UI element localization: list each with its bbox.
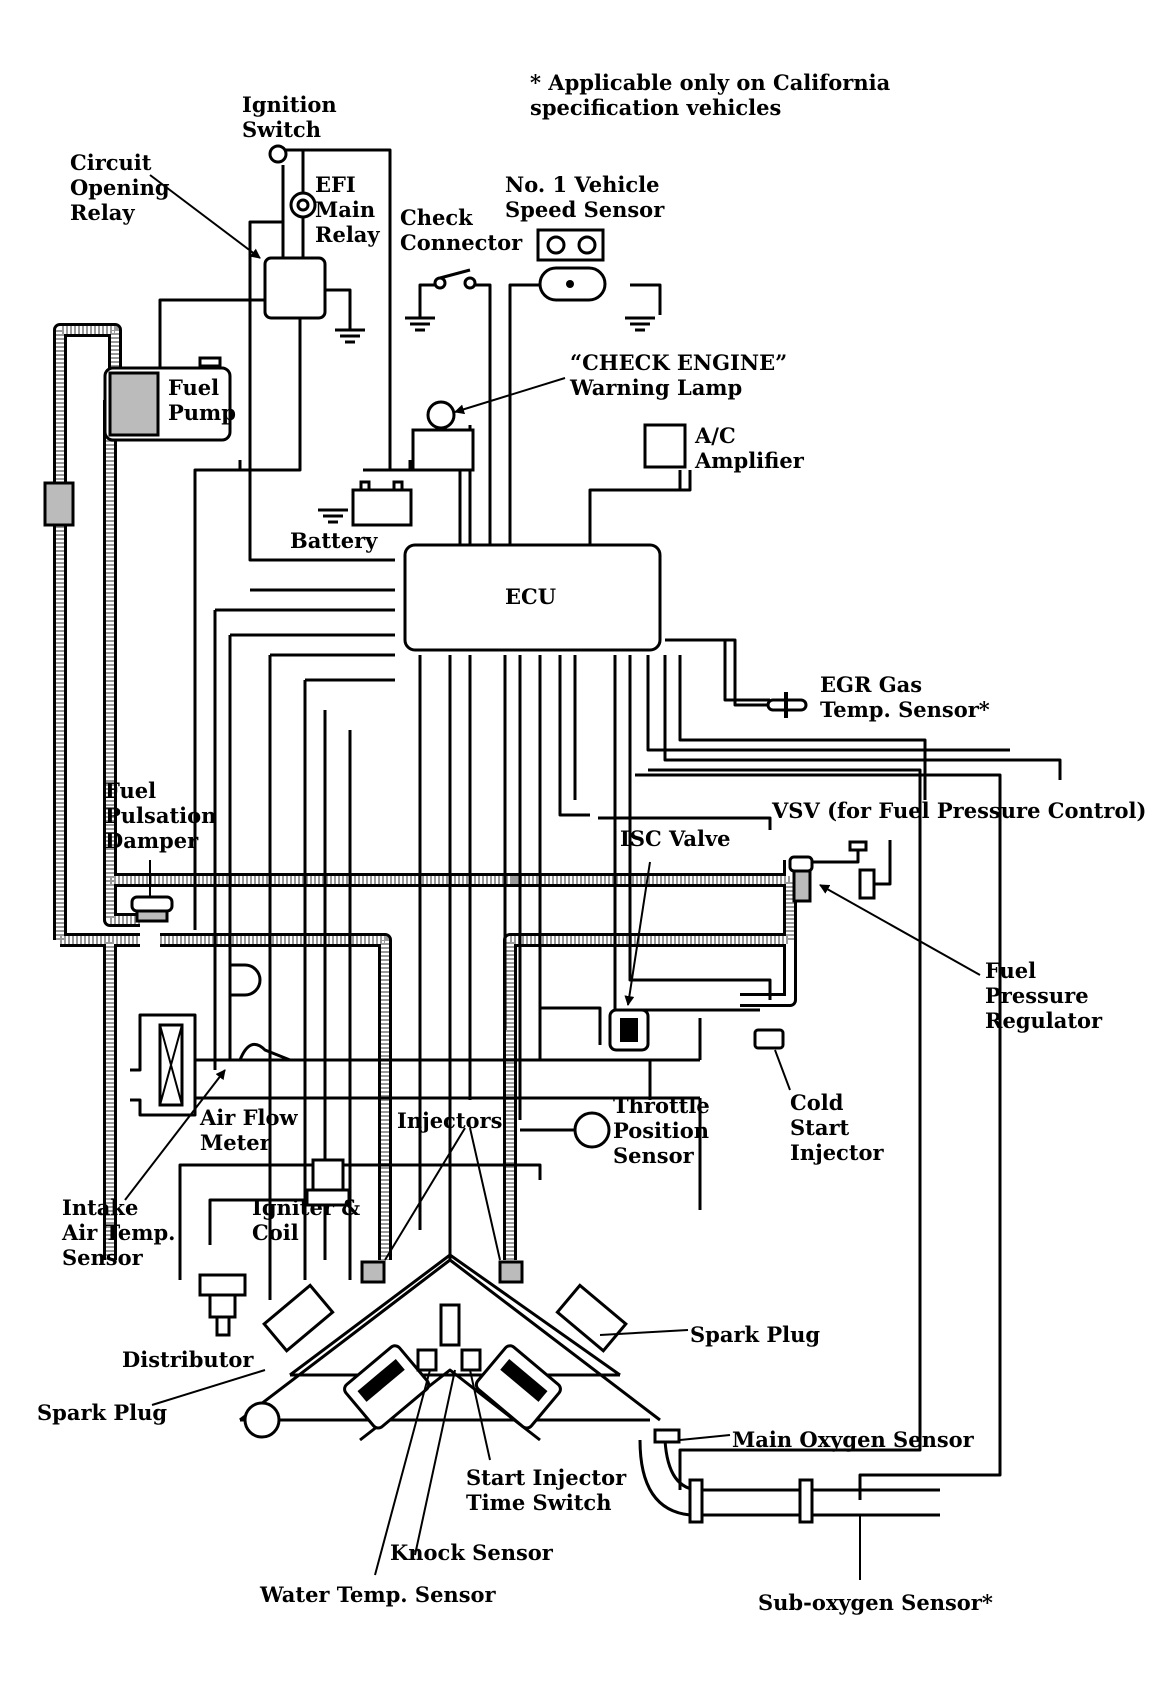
label-check-connector: Check Connector	[400, 205, 523, 255]
label-fuel-pump: Fuel Pump	[168, 375, 236, 425]
cold-start-injector-icon	[753, 1028, 791, 1091]
label-start-injector-time-switch: Start Injector Time Switch	[466, 1465, 627, 1515]
label-igniter-coil: Igniter & Coil	[252, 1195, 361, 1245]
label-knock-sensor: Knock Sensor	[390, 1540, 553, 1565]
circuit-opening-relay-icon	[263, 256, 327, 320]
ground-icons	[318, 316, 655, 524]
label-main-oxygen-sensor: Main Oxygen Sensor	[732, 1427, 974, 1452]
igniter-coil-icon	[305, 1158, 351, 1207]
circuit-opening-relay-leader	[149, 174, 261, 259]
throttle-position-sensor-icon	[520, 1111, 611, 1149]
battery-icon	[351, 480, 413, 527]
label-injectors: Injectors	[397, 1108, 503, 1133]
california-note: * Applicable only on California specific…	[530, 70, 891, 120]
label-ignition-switch: Ignition Switch	[242, 92, 337, 142]
label-sub-oxygen-sensor: Sub-oxygen Sensor*	[758, 1590, 993, 1615]
label-ac-amplifier: A/C Amplifier	[695, 423, 804, 473]
label-egr-gas-temp-sensor: EGR Gas Temp. Sensor*	[820, 672, 990, 722]
engine-icon	[239, 1253, 661, 1442]
label-cold-start-injector: Cold Start Injector	[790, 1090, 884, 1165]
vsv-icon	[812, 840, 892, 900]
efi-main-relay-icon	[289, 191, 317, 219]
label-spark-plug-right: Spark Plug	[690, 1322, 821, 1347]
label-efi-main-relay: EFI Main Relay	[315, 172, 380, 247]
injector-icons	[360, 1127, 524, 1284]
fuel-filter-icon	[43, 481, 75, 527]
exhaust-pipe-icon	[638, 1428, 940, 1524]
label-air-flow-meter: Air Flow Meter	[200, 1105, 298, 1155]
label-ecu: ECU	[505, 584, 557, 609]
fuel-pulsation-damper-icon	[130, 860, 174, 923]
label-intake-air-temp-sensor: Intake Air Temp. Sensor	[62, 1195, 176, 1270]
label-water-temp-sensor: Water Temp. Sensor	[260, 1582, 496, 1607]
check-engine-lamp-icon	[411, 377, 566, 472]
ac-amplifier-icon	[643, 423, 687, 469]
afm-connector-icon	[228, 963, 262, 997]
intake-air-temp-leader	[124, 1069, 226, 1201]
label-check-engine-lamp: “CHECK ENGINE” Warning Lamp	[570, 350, 788, 400]
label-fuel-pressure-regulator: Fuel Pressure Regulator	[985, 958, 1103, 1033]
fuel-pump-icon	[103, 356, 232, 442]
label-vsv: VSV (for Fuel Pressure Control)	[772, 798, 1147, 823]
check-connector-icon	[433, 268, 477, 290]
distributor-icon	[198, 1273, 247, 1337]
label-distributor: Distributor	[122, 1347, 254, 1372]
isc-valve-icon	[538, 861, 651, 1060]
leader-lines	[151, 1329, 861, 1580]
label-circuit-opening-relay: Circuit Opening Relay	[70, 150, 170, 225]
label-vehicle-speed-sensor: No. 1 Vehicle Speed Sensor	[505, 172, 665, 222]
egr-gas-temp-sensor-icon	[665, 638, 808, 718]
label-battery: Battery	[290, 528, 378, 553]
vehicle-speed-sensor-icon	[536, 228, 607, 302]
ecu-box	[403, 543, 662, 652]
label-spark-plug-left: Spark Plug	[37, 1400, 168, 1425]
label-isc-valve: ISC Valve	[620, 826, 731, 851]
ignition-switch-icon	[268, 144, 288, 164]
air-flow-meter-icon	[130, 1013, 702, 1210]
label-fuel-pulsation-damper: Fuel Pulsation Damper	[105, 778, 217, 853]
fuel-pressure-regulator-icon	[788, 855, 981, 976]
label-throttle-position-sensor: Throttle Position Sensor	[613, 1093, 710, 1168]
